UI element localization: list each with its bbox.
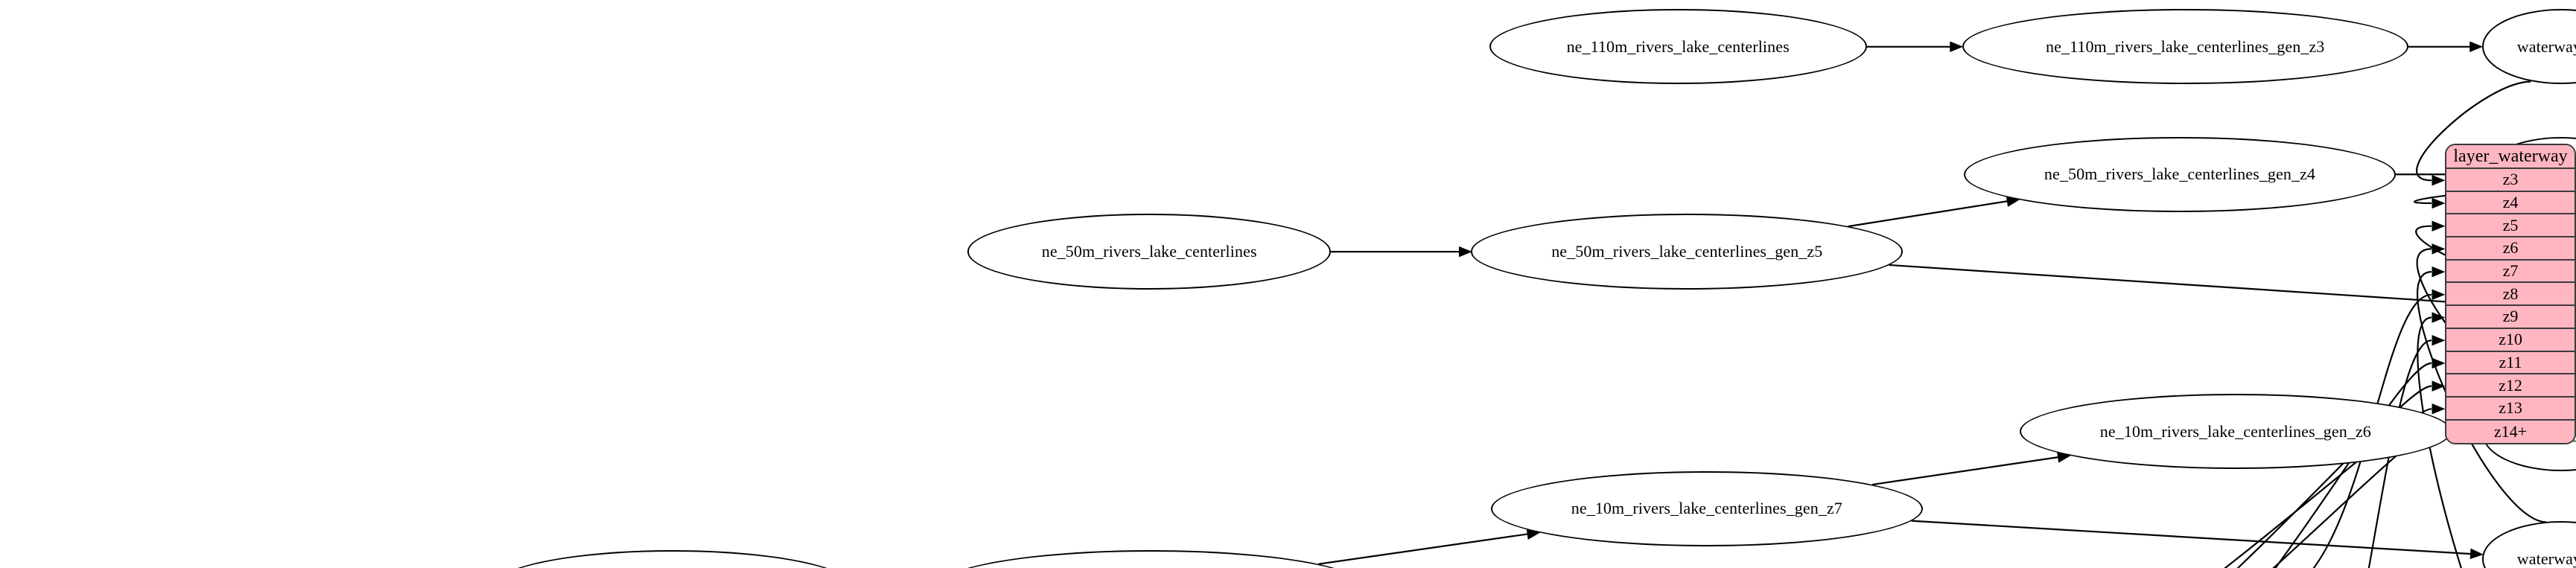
edge-arrowhead xyxy=(2432,357,2446,369)
node-ne10_z6[interactable]: ne_10m_rivers_lake_centerlines_gen_z6 xyxy=(2020,393,2452,470)
node-ne10_z7[interactable]: ne_10m_rivers_lake_centerlines_gen_z7 xyxy=(1491,470,1923,547)
edge xyxy=(1847,199,2018,228)
edge-arrowhead xyxy=(2470,41,2484,53)
edge-arrowhead xyxy=(1950,41,1964,53)
edge-arrowhead xyxy=(1458,246,1472,258)
edge xyxy=(1872,455,2069,486)
edge-arrowhead xyxy=(2432,312,2446,323)
record-title: layer_waterway xyxy=(2446,145,2575,169)
edge-arrowhead xyxy=(2432,175,2446,186)
record-row-z8[interactable]: z8 xyxy=(2446,283,2575,307)
edge xyxy=(2274,362,2432,568)
node-label: ne_10m_rivers_lake_centerlines_gen_z7 xyxy=(1571,499,1842,518)
record-row-z6[interactable]: z6 xyxy=(2446,237,2575,261)
record-row-z5[interactable]: z5 xyxy=(2446,214,2575,238)
edge xyxy=(1889,264,2481,305)
edge-arrowhead xyxy=(2432,380,2446,392)
edge xyxy=(2367,339,2432,568)
edge xyxy=(2272,430,2432,568)
edge xyxy=(1318,532,1539,565)
edge-arrowhead xyxy=(2470,548,2484,560)
edge-arrowhead xyxy=(2432,289,2446,301)
record-row-z11[interactable]: z11 xyxy=(2446,351,2575,375)
node-ne50[interactable]: ne_50m_rivers_lake_centerlines xyxy=(967,214,1332,290)
edge-arrowhead xyxy=(2432,220,2446,232)
edge-arrowhead xyxy=(2432,266,2446,278)
record-row-z4[interactable]: z4 xyxy=(2446,191,2575,215)
edge-arrowhead xyxy=(2432,334,2446,346)
edge-arrowhead xyxy=(2432,197,2446,209)
edge xyxy=(2417,316,2463,568)
record-row-z7[interactable]: z7 xyxy=(2446,260,2575,284)
node-label: waterway_z3 xyxy=(2516,36,2576,56)
node-label: ne_50m_rivers_lake_centerlines xyxy=(1041,242,1257,261)
record-row-z10[interactable]: z10 xyxy=(2446,328,2575,352)
record-row-z12[interactable]: z12 xyxy=(2446,374,2575,398)
record-row-z14+[interactable]: z14+ xyxy=(2446,420,2575,444)
node-ne50_z4[interactable]: ne_50m_rivers_lake_centerlines_gen_z4 xyxy=(1964,136,2396,212)
edge-arrowhead xyxy=(2432,403,2446,415)
record-row-z13[interactable]: z13 xyxy=(2446,397,2575,421)
node-label: ne_110m_rivers_lake_centerlines xyxy=(1566,36,1790,56)
edge-arrowhead xyxy=(2432,243,2446,255)
node-ne110_z3[interactable]: ne_110m_rivers_lake_centerlines_gen_z3 xyxy=(1962,9,2408,85)
edge xyxy=(2416,80,2531,182)
node-label: ne_10m_rivers_lake_centerlines_gen_z6 xyxy=(2099,421,2371,441)
node-label: ne_110m_rivers_lake_centerlines_gen_z3 xyxy=(2046,36,2325,56)
record-row-z9[interactable]: z9 xyxy=(2446,306,2575,329)
node-label: waterway_z7 xyxy=(2516,549,2576,568)
node-ne110[interactable]: ne_110m_rivers_lake_centerlines xyxy=(1489,9,1867,85)
node-ne50_z5[interactable]: ne_50m_rivers_lake_centerlines_gen_z5 xyxy=(1471,214,1904,290)
node-label: ne_50m_rivers_lake_centerlines_gen_z5 xyxy=(1551,242,1823,261)
edge xyxy=(1911,520,2481,555)
record-row-z3[interactable]: z3 xyxy=(2446,169,2575,192)
node-label: ne_50m_rivers_lake_centerlines_gen_z4 xyxy=(2044,165,2316,184)
